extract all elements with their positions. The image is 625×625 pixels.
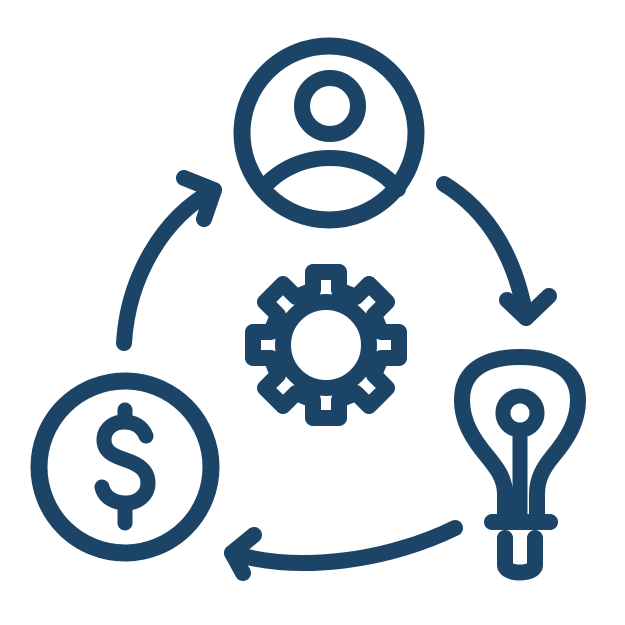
dollar-icon-s xyxy=(94,414,156,511)
arrow-right-to-left xyxy=(224,520,463,581)
gear-icon-outline xyxy=(245,264,407,426)
user-icon-shoulders xyxy=(254,150,406,197)
arrow-top-to-right-head xyxy=(499,288,557,326)
lightbulb-icon-screw xyxy=(497,530,543,581)
arrow-right-to-left-shaft xyxy=(224,520,463,571)
lightbulb-icon-bulb xyxy=(454,349,586,525)
dollar-icon-coin xyxy=(30,372,220,562)
arrow-top-to-right-shaft xyxy=(436,176,534,326)
user-icon-head xyxy=(294,70,366,142)
user-icon-frame xyxy=(233,37,425,229)
arrow-top-to-right xyxy=(436,176,557,326)
arrow-left-to-top-shaft xyxy=(116,182,222,351)
dollar-icon xyxy=(30,372,220,562)
lightbulb-icon xyxy=(454,349,586,581)
arrow-right-to-left-head xyxy=(224,527,262,581)
user-icon xyxy=(233,37,425,229)
gear-icon xyxy=(245,264,407,426)
arrow-left-to-top-head xyxy=(176,170,222,227)
gear-icon-hub xyxy=(275,294,377,396)
arrow-left-to-top xyxy=(116,170,222,351)
